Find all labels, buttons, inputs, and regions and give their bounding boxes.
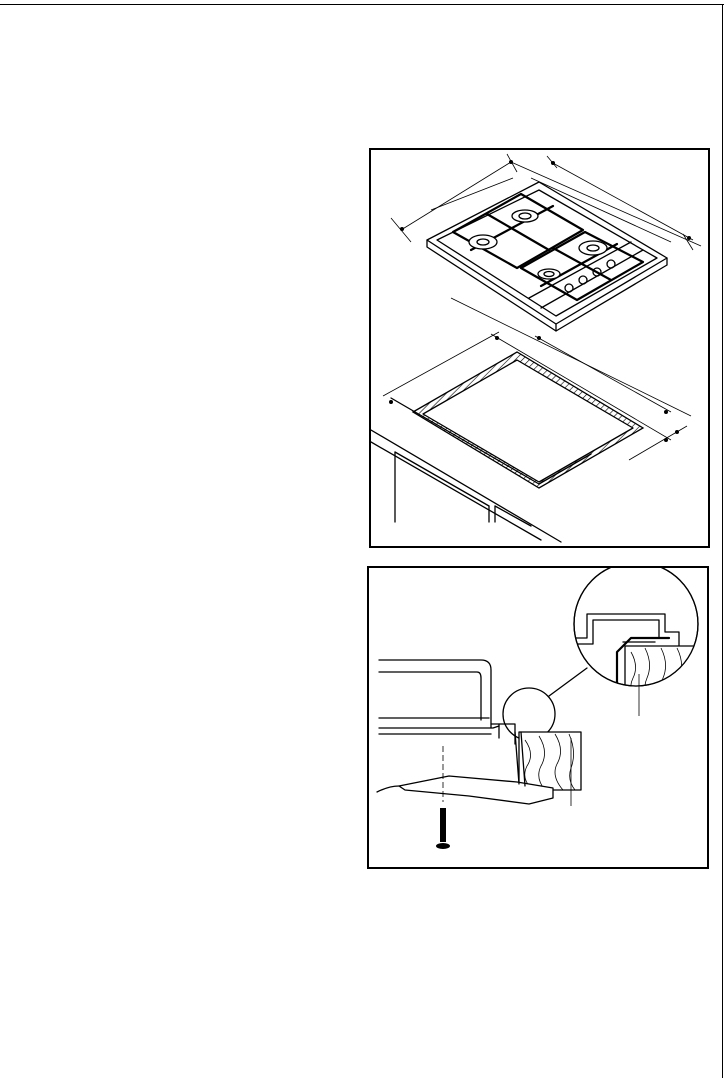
fixing-bracket-figure: [367, 566, 709, 869]
fixing-bracket-drawing-icon: [369, 568, 707, 867]
detail-leader-line: [549, 668, 587, 696]
fixing-screw: [436, 746, 450, 849]
hob-edge-section: [379, 660, 515, 744]
page-top-rule: [0, 4, 724, 5]
hob-cutout-drawing-icon: [371, 150, 708, 546]
page-right-rule: [722, 4, 723, 1078]
magnified-detail: [569, 568, 705, 716]
hob-cutout-figure: [369, 148, 710, 548]
